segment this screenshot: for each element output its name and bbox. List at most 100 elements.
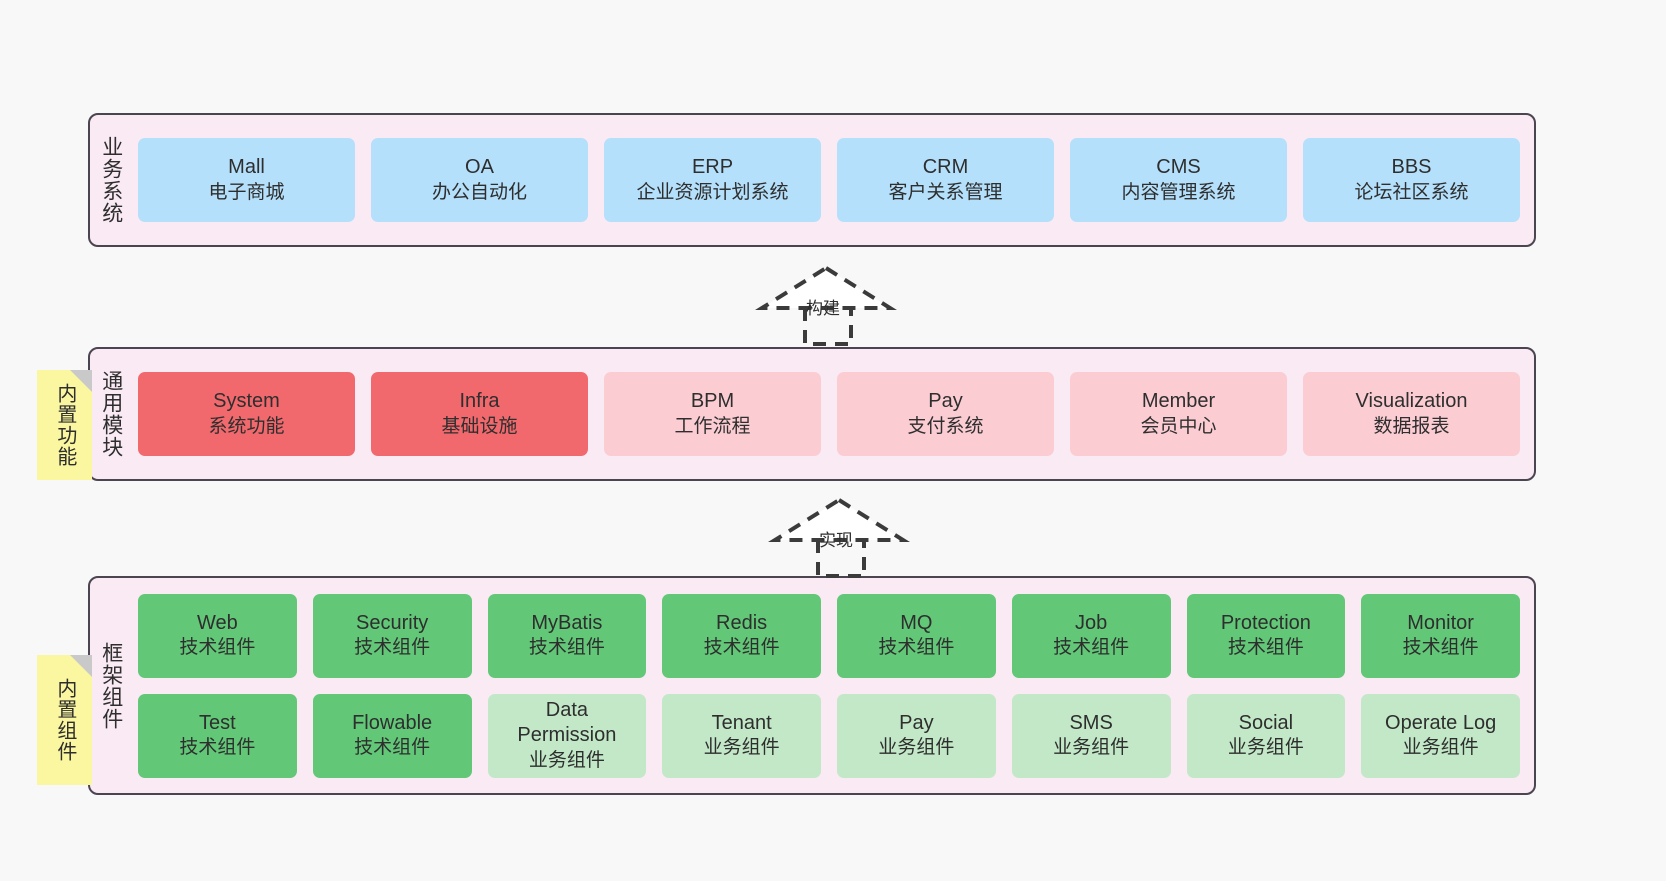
connector-label-build: 构建 — [806, 299, 840, 318]
connector-implement: 实现 — [768, 496, 913, 578]
card-title: CRM — [922, 156, 969, 179]
card-protection[interactable]: Protection 技术组件 — [1186, 593, 1346, 678]
card-title: Pay — [928, 390, 963, 413]
card-redis[interactable]: Redis 技术组件 — [662, 593, 821, 678]
card-subtitle: 技术组件 — [878, 637, 955, 659]
card-subtitle: 技术组件 — [1227, 637, 1304, 659]
generalization-arrow-icon — [755, 265, 897, 346]
card-title: OA — [465, 156, 494, 179]
framework-card-row-technical: Web 技术组件 Security 技术组件 MyBatis 技术组件 Redi… — [138, 593, 1520, 678]
card-subtitle: 技术组件 — [354, 737, 431, 759]
card-title: Redis — [716, 611, 768, 634]
card-subtitle: 企业资源计划系统 — [636, 181, 789, 203]
sticky-note-label: 内置功能 — [53, 383, 76, 467]
card-subtitle: 论坛社区系统 — [1354, 181, 1469, 203]
card-mq[interactable]: MQ 技术组件 — [837, 593, 996, 678]
card-subtitle: 内容管理系统 — [1121, 181, 1236, 203]
card-title: Job — [1075, 611, 1108, 634]
layer-body-framework: Web 技术组件 Security 技术组件 MyBatis 技术组件 Redi… — [132, 578, 1534, 793]
card-social[interactable]: Social 业务组件 — [1186, 693, 1346, 778]
card-test[interactable]: Test 技术组件 — [138, 693, 297, 778]
layer-body-common: System 系统功能 Infra 基础设施 BPM 工作流程 Pay 支付系统… — [132, 349, 1534, 479]
layer-body-business: Mall 电子商城 OA 办公自动化 ERP 企业资源计划系统 CRM 客户关系… — [132, 115, 1534, 245]
card-subtitle: 业务组件 — [1053, 737, 1130, 759]
layer-panel-business: 业务系统 Mall 电子商城 OA 办公自动化 ERP 企业资源计划系统 CRM — [88, 113, 1536, 247]
sticky-note-builtin-features: 内置功能 — [37, 370, 92, 480]
business-card-row: Mall 电子商城 OA 办公自动化 ERP 企业资源计划系统 CRM 客户关系… — [138, 138, 1520, 222]
card-pay-component[interactable]: Pay 业务组件 — [837, 693, 996, 778]
card-subtitle: 数据报表 — [1373, 415, 1450, 437]
layer-panel-common-modules: 通用模块 System 系统功能 Infra 基础设施 BPM 工作流程 Pay — [88, 347, 1536, 481]
card-subtitle: 基础设施 — [441, 415, 518, 437]
card-title: Protection — [1220, 611, 1311, 634]
sticky-note-label: 内置组件 — [53, 678, 76, 762]
card-title: Flowable — [352, 711, 433, 734]
connector-build: 构建 — [755, 264, 900, 346]
card-subtitle: 业务组件 — [703, 737, 780, 759]
card-mall[interactable]: Mall 电子商城 — [138, 138, 355, 222]
card-data-permission[interactable]: Data Permission 业务组件 — [487, 693, 647, 778]
sticky-note-builtin-components: 内置组件 — [37, 655, 92, 785]
card-member[interactable]: Member 会员中心 — [1070, 372, 1287, 456]
card-title: ERP — [691, 156, 734, 179]
card-sms[interactable]: SMS 业务组件 — [1011, 693, 1171, 778]
common-card-row: System 系统功能 Infra 基础设施 BPM 工作流程 Pay 支付系统… — [138, 372, 1520, 456]
card-subtitle: 业务组件 — [1227, 737, 1304, 759]
card-subtitle: 工作流程 — [674, 415, 751, 437]
card-title: Test — [199, 711, 236, 734]
card-title: Monitor — [1407, 611, 1474, 634]
layer-label-common-modules: 通用模块 — [99, 370, 123, 458]
card-title: Pay — [899, 711, 934, 734]
card-title: SMS — [1069, 711, 1113, 734]
card-mybatis[interactable]: MyBatis 技术组件 — [487, 593, 647, 678]
card-title: Security — [356, 611, 429, 634]
card-subtitle: 技术组件 — [179, 737, 256, 759]
card-subtitle: 技术组件 — [528, 637, 605, 659]
card-subtitle: 技术组件 — [1053, 637, 1130, 659]
card-subtitle: 技术组件 — [1402, 637, 1479, 659]
card-title: Mall — [228, 156, 265, 179]
card-subtitle: 客户关系管理 — [888, 181, 1003, 203]
card-erp[interactable]: ERP 企业资源计划系统 — [604, 138, 821, 222]
card-title: BPM — [690, 390, 735, 413]
card-operate-log[interactable]: Operate Log 业务组件 — [1361, 693, 1520, 778]
card-title: BBS — [1391, 156, 1432, 179]
card-security[interactable]: Security 技术组件 — [312, 593, 472, 678]
layer-label-business: 业务系统 — [99, 136, 123, 224]
card-web[interactable]: Web 技术组件 — [138, 593, 297, 678]
card-title: Tenant — [711, 711, 772, 734]
card-title: Operate Log — [1385, 711, 1497, 734]
card-title: Visualization — [1355, 390, 1468, 413]
card-subtitle: 技术组件 — [354, 637, 431, 659]
card-oa[interactable]: OA 办公自动化 — [371, 138, 588, 222]
card-title: MQ — [900, 611, 933, 634]
card-title: Member — [1141, 390, 1216, 413]
connector-label-implement: 实现 — [819, 531, 853, 550]
card-cms[interactable]: CMS 内容管理系统 — [1070, 138, 1287, 222]
card-bpm[interactable]: BPM 工作流程 — [604, 372, 821, 456]
card-infra[interactable]: Infra 基础设施 — [371, 372, 588, 456]
card-crm[interactable]: CRM 客户关系管理 — [837, 138, 1054, 222]
framework-card-row-business: Test 技术组件 Flowable 技术组件 Data Permission … — [138, 693, 1520, 778]
card-subtitle: 办公自动化 — [431, 181, 527, 203]
card-bbs[interactable]: BBS 论坛社区系统 — [1303, 138, 1520, 222]
card-subtitle: 业务组件 — [878, 737, 955, 759]
card-title: MyBatis — [531, 611, 603, 634]
card-subtitle: 业务组件 — [1402, 737, 1479, 759]
card-visualization[interactable]: Visualization 数据报表 — [1303, 372, 1520, 456]
card-title: Social — [1238, 711, 1294, 734]
layer-panel-framework-components: 框架组件 Web 技术组件 Security 技术组件 MyBatis 技术组件… — [88, 576, 1536, 795]
card-monitor[interactable]: Monitor 技术组件 — [1361, 593, 1520, 678]
card-subtitle: 会员中心 — [1140, 415, 1217, 437]
card-title: Data Permission — [517, 698, 617, 747]
card-tenant[interactable]: Tenant 业务组件 — [662, 693, 821, 778]
card-title: System — [213, 390, 280, 413]
generalization-arrow-icon — [768, 497, 910, 578]
card-system[interactable]: System 系统功能 — [138, 372, 355, 456]
card-pay-module[interactable]: Pay 支付系统 — [837, 372, 1054, 456]
card-subtitle: 技术组件 — [703, 637, 780, 659]
card-flowable[interactable]: Flowable 技术组件 — [312, 693, 472, 778]
layer-label-framework-components: 框架组件 — [99, 641, 123, 730]
card-job[interactable]: Job 技术组件 — [1011, 593, 1171, 678]
